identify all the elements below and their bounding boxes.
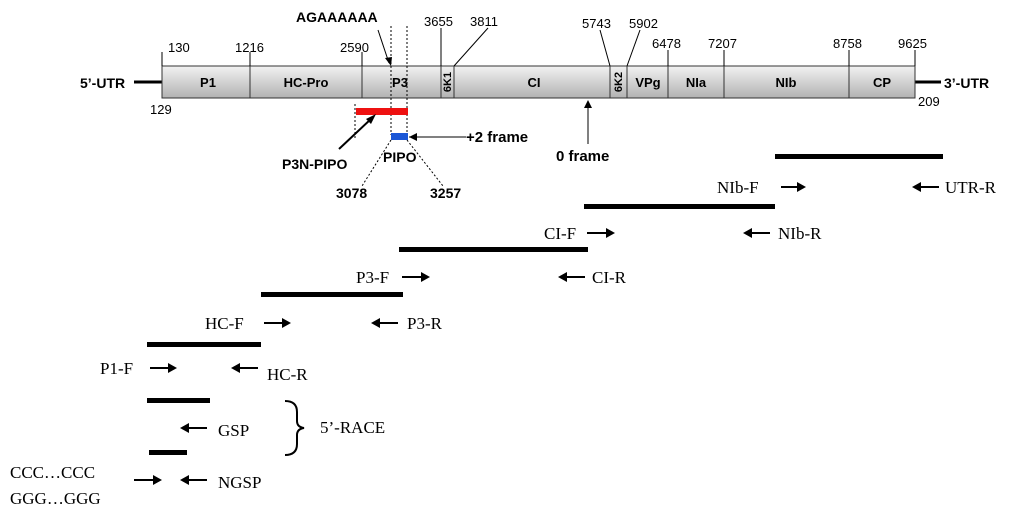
anchor-ccc: CCC…CCC (10, 463, 95, 482)
pos-1216: 1216 (235, 40, 264, 55)
amplicon-nib-utr (775, 154, 943, 159)
frame-plus2-label: +2 frame (466, 129, 528, 146)
primer-ngsp: NGSP (218, 473, 261, 492)
frame-zero-label: 0 frame (556, 148, 609, 165)
pipo-bar (391, 133, 408, 140)
p3n-pipo-label: P3N-PIPO (282, 156, 347, 172)
pos-2590: 2590 (340, 40, 369, 55)
pos-3811: 3811 (470, 14, 498, 29)
segment-6k2: 6K2 (613, 72, 625, 92)
pos-5902: 5902 (629, 16, 658, 31)
pipo-start-position: 3078 (336, 185, 367, 201)
primer-arrow-lines (134, 186, 939, 481)
pos-129: 129 (150, 102, 172, 117)
segment-dividers (249, 66, 850, 98)
pos-130: 130 (168, 40, 190, 55)
segment-p3: P3 (392, 75, 408, 90)
polyprotein-bar (161, 65, 916, 99)
pipo-label: PIPO (383, 149, 417, 165)
primer-p1-f: P1-F (100, 359, 133, 378)
segment-nib: NIb (776, 75, 797, 90)
pos-6478: 6478 (652, 36, 681, 51)
segment-ci: CI (528, 75, 541, 90)
amplicon-hc-p3 (261, 292, 403, 297)
position-ticks (161, 27, 916, 67)
slippery-pointer-line (377, 29, 390, 64)
pos-8758: 8758 (833, 36, 862, 51)
primer-p3-f: P3-F (356, 268, 389, 287)
primer-utr-r: UTR-R (945, 178, 997, 197)
primer-arrowheads (153, 182, 921, 485)
pipo-guides (354, 26, 444, 187)
pipo-end-position: 3257 (430, 185, 461, 201)
slippery-arrowhead (385, 57, 392, 66)
p3n-pipo-arrowhead (366, 114, 376, 124)
primer-hc-r: HC-R (267, 365, 308, 384)
primer-ci-f: CI-F (544, 224, 576, 243)
utr5-label: 5’-UTR (80, 75, 125, 91)
pos-7207: 7207 (708, 36, 737, 51)
pos-209: 209 (918, 94, 940, 109)
amplicon-gsp (147, 398, 210, 403)
slippery-sequence-label: AGAAAAAA (296, 9, 378, 25)
amplicon-ngsp (149, 450, 187, 455)
primer-nib-r: NIb-R (778, 224, 822, 243)
frame-zero-arrowhead (584, 100, 592, 108)
amplicon-bars (147, 154, 943, 455)
segment-cp: CP (873, 75, 891, 90)
primer-ci-r: CI-R (592, 268, 627, 287)
segment-vpg: VPg (635, 75, 660, 90)
primer-p3-r: P3-R (407, 314, 443, 333)
amplicon-ci-nib (584, 204, 775, 209)
primer-nib-f: NIb-F (717, 178, 759, 197)
race-label: 5’-RACE (320, 418, 385, 437)
anchor-ggg: GGG…GGG (10, 489, 101, 508)
segment-nia: NIa (686, 75, 707, 90)
amplicon-p1-hc (147, 342, 261, 347)
primer-gsp: GSP (218, 421, 249, 440)
frame-plus2-arrowhead (409, 133, 417, 141)
pos-5743: 5743 (582, 16, 611, 31)
pos-3655: 3655 (424, 14, 453, 29)
amplicon-p3-ci (399, 247, 588, 252)
segment-p1: P1 (200, 75, 216, 90)
segment-6k1: 6K1 (442, 72, 454, 92)
race-bracket (284, 400, 305, 456)
primer-hc-f: HC-F (205, 314, 244, 333)
p3n-pipo-pointer (338, 117, 373, 150)
utr3-label: 3’-UTR (944, 75, 989, 91)
pos-9625: 9625 (898, 36, 927, 51)
p3n-pipo-bar (356, 108, 408, 115)
segment-hc-pro: HC-Pro (284, 75, 329, 90)
